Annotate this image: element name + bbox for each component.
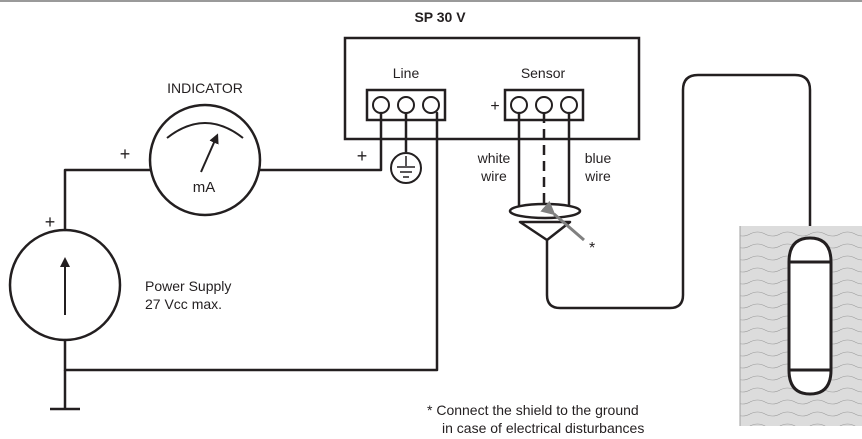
indicator-plus-sign: + [120,144,131,164]
sensor-terminal-label: Sensor [521,65,566,81]
shield-pointer-arrow [540,200,585,242]
blue-wire-label: blue [585,150,612,166]
wire-return-to-line [63,111,439,372]
blue-wire-label-2: wire [584,168,611,184]
cable-junction [518,220,572,242]
indicator-meter [148,103,262,217]
probe-cable [545,73,812,310]
supply-plus-sign: + [45,212,56,232]
white-wire-label-2: wire [480,168,507,184]
indicator-needle [200,133,219,173]
line-plus-sign: + [357,146,368,166]
device-box [343,36,641,141]
wire-supply-to-indicator [63,168,152,232]
ground-symbol-supply [50,370,80,411]
indicator-label: INDICATOR [167,80,243,96]
sensor-plus-sign: + [490,98,499,115]
wire-indicator-to-line [258,111,383,172]
earth-ground-icon [390,152,422,184]
white-wire-label: white [477,150,511,166]
device-title: SP 30 V [414,9,466,25]
footnote-line-2: in case of electrical disturbances [442,420,644,436]
line-terminal-label: Line [393,65,420,81]
power-supply-source [8,228,122,342]
indicator-unit: mA [193,179,216,196]
level-probe [787,236,833,396]
footnote-line-1: * Connect the shield to the ground [427,402,639,418]
power-supply-label: Power Supply [145,278,231,294]
shield-clamp [508,202,582,220]
power-supply-rating: 27 Vcc max. [145,296,222,312]
shield-asterisk: * [589,240,595,257]
